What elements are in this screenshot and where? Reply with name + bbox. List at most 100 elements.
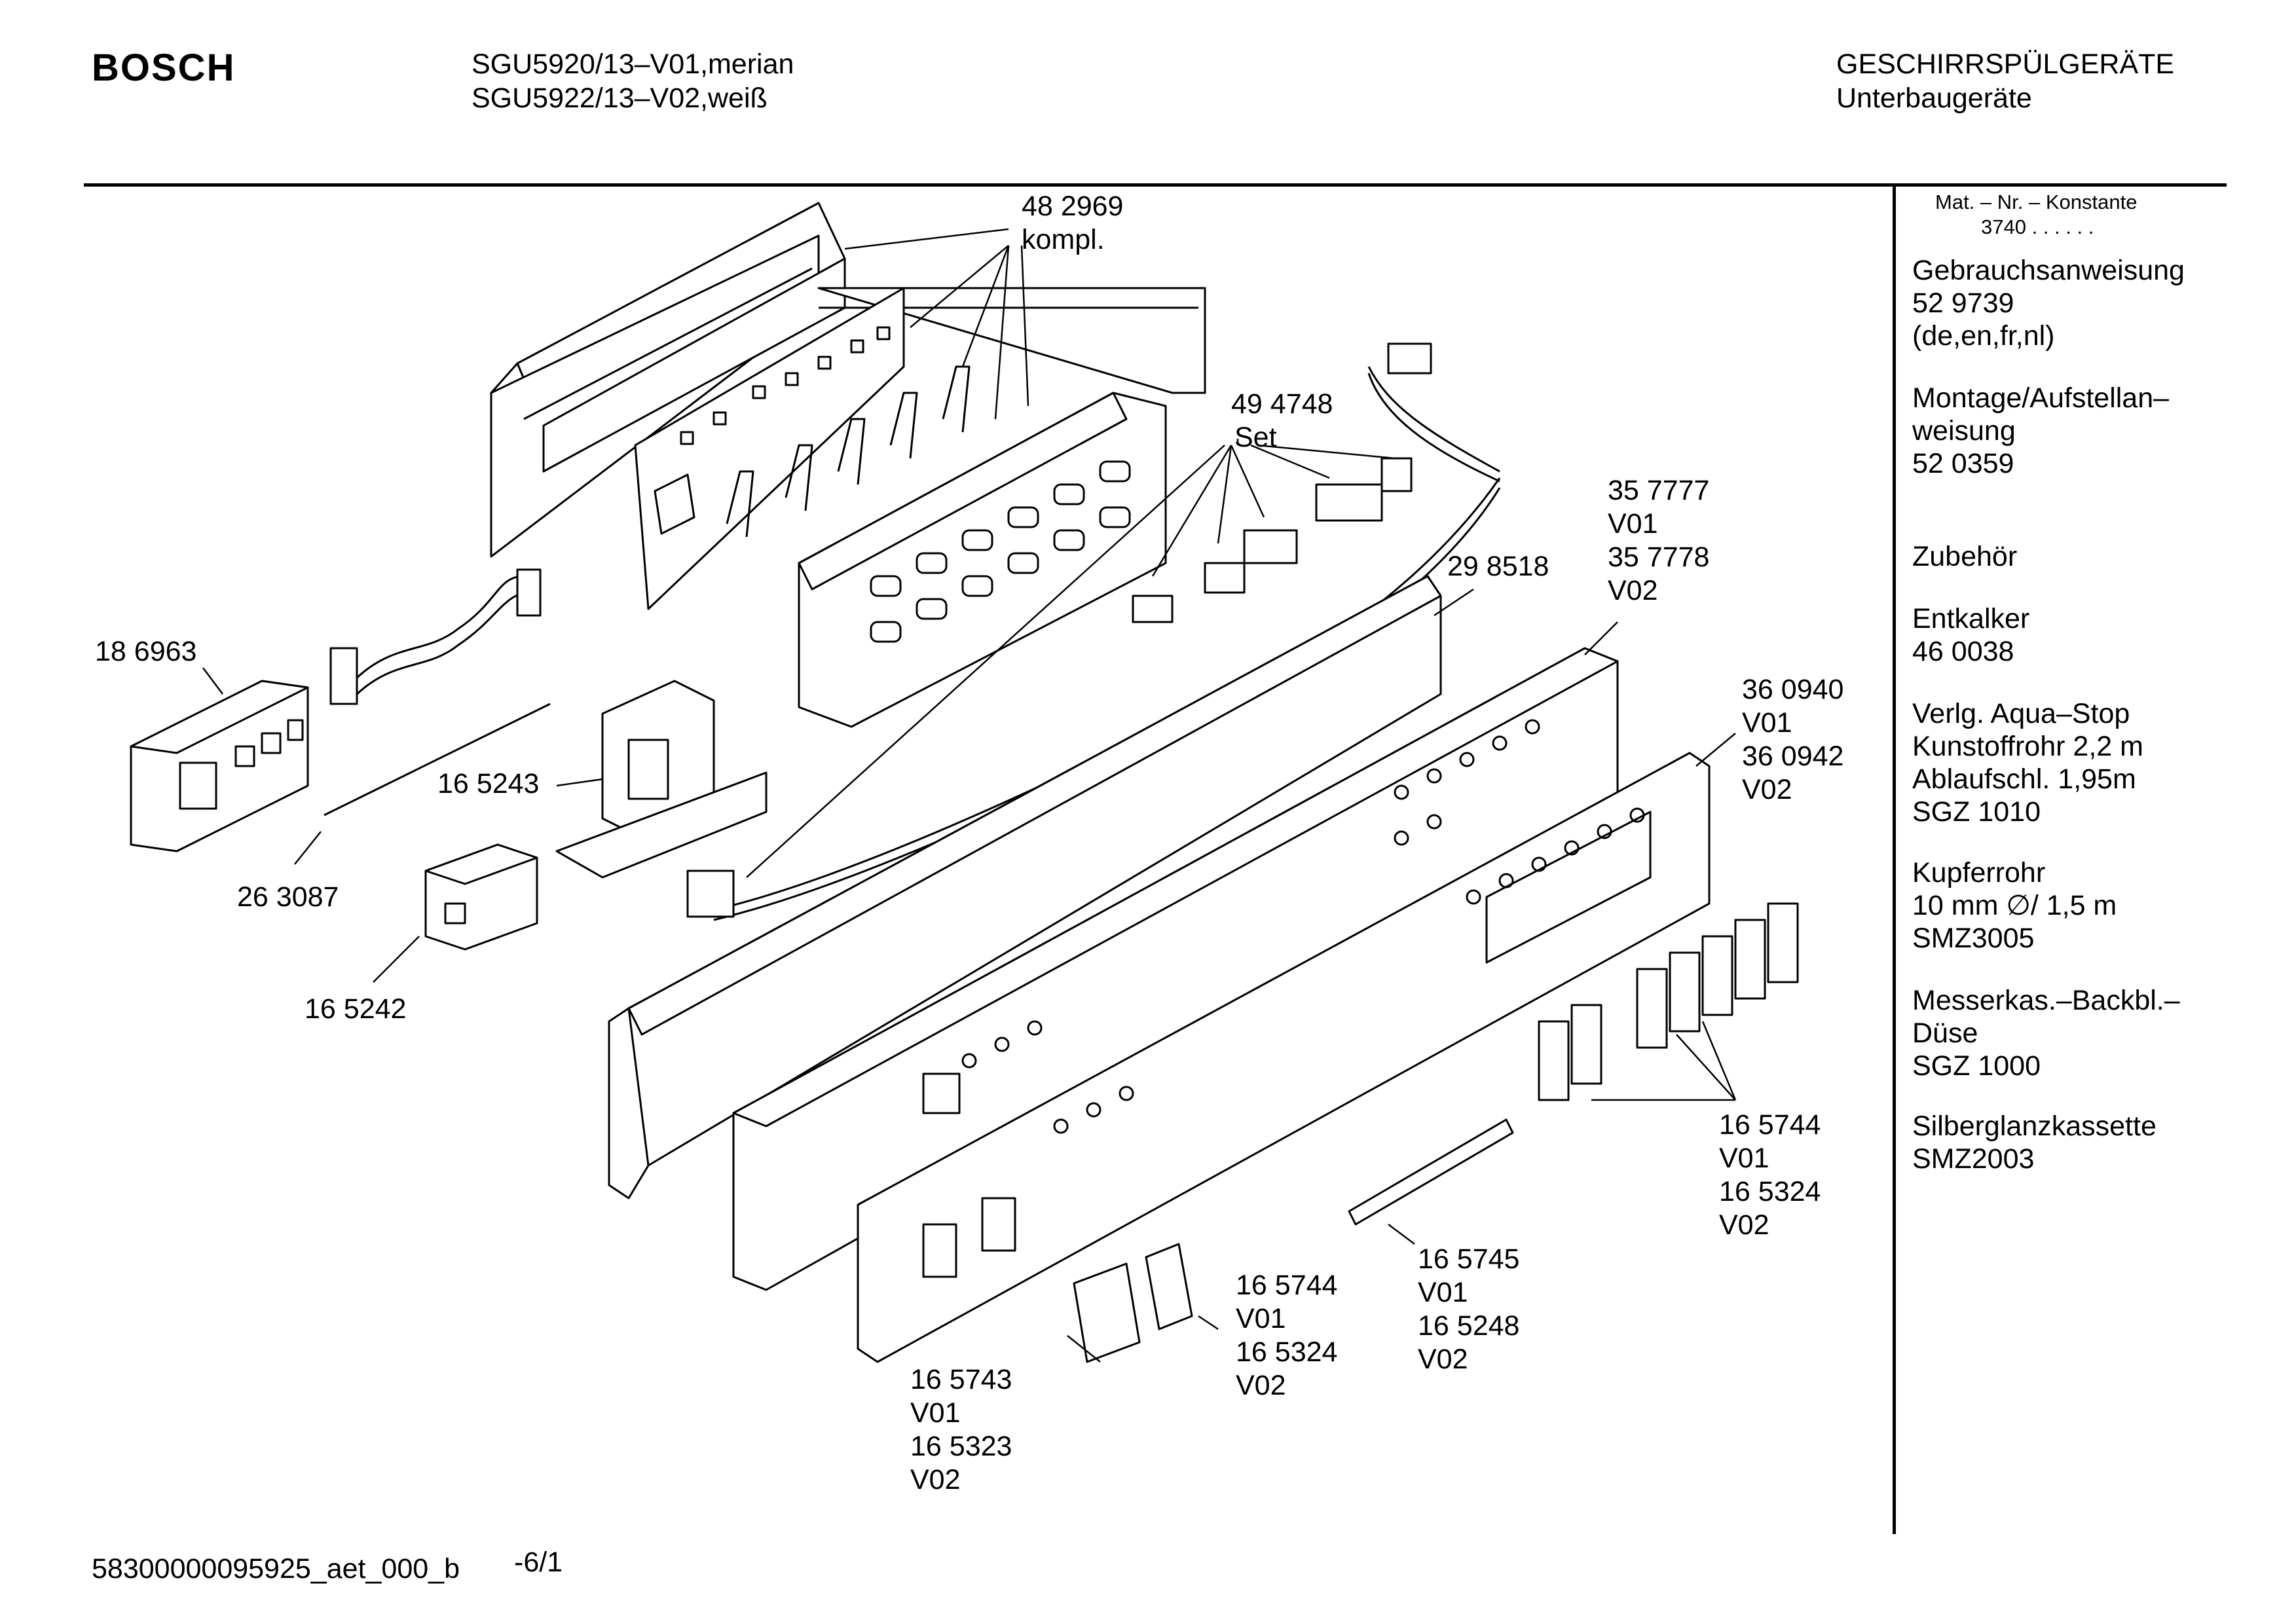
- page-number: -6/1: [514, 1547, 563, 1578]
- part-number: 26 3087: [237, 881, 339, 913]
- rear-panel-part: [609, 576, 1441, 1198]
- cover-panel-part: [858, 753, 1709, 1362]
- part-label-263087: 26 3087: [237, 881, 339, 914]
- part-number: 35 7777: [1608, 475, 1710, 506]
- model-line-2: SGU5922/13–V02,weiß: [472, 82, 768, 114]
- sidebar-line: Kunstoffrohr 2,2 m: [1912, 731, 2143, 762]
- part-number: 36 0942: [1742, 741, 1844, 772]
- part-variant: V01: [1608, 508, 1658, 540]
- sidebar-section-nozzle: Messerkas.–Backbl.– Düse SGZ 1000: [1912, 984, 2180, 1082]
- part-number: 49 4748: [1231, 388, 1333, 420]
- category-title: GESCHIRRSPÜLGERÄTE Unterbaugeräte: [1836, 47, 2174, 115]
- part-number: 16 5744: [1719, 1109, 1821, 1141]
- sidebar-line: 52 9739: [1912, 287, 2014, 319]
- part-variant: V01: [1719, 1143, 1769, 1174]
- sidebar-section-installation: Montage/Aufstellan– weisung 52 0359: [1912, 382, 2169, 480]
- part-label-165242: 16 5242: [305, 993, 406, 1026]
- part-number: 16 5248: [1418, 1310, 1520, 1342]
- part-label-357777: 35 7777 V01 35 7778 V02: [1608, 474, 1709, 608]
- sidebar-line: SMZ2003: [1912, 1143, 2035, 1175]
- part-label-482969: 48 2969 kompl.: [1022, 190, 1123, 257]
- bottom-buttons-part: [1074, 1244, 1192, 1362]
- part-number: 16 5324: [1236, 1336, 1338, 1368]
- part-label-165745: 16 5745 V01 16 5248 V02: [1418, 1243, 1519, 1376]
- document-id: 58300000095925_aet_000_b: [92, 1553, 460, 1585]
- sidebar-section-copper: Kupferrohr 10 mm ∅/ 1,5 m SMZ3005: [1912, 856, 2117, 955]
- sidebar-line: Düse: [1912, 1017, 1978, 1049]
- part-variant: V02: [1719, 1209, 1769, 1241]
- brand-logo: BOSCH: [92, 46, 236, 89]
- category-line-1: GESCHIRRSPÜLGERÄTE: [1836, 48, 2175, 80]
- switch-part: [426, 845, 537, 949]
- part-number: 16 5323: [910, 1431, 1012, 1462]
- sidebar-section-aquastop: Verlg. Aqua–Stop Kunstoffrohr 2,2 m Abla…: [1912, 697, 2143, 828]
- part-label-298518: 29 8518: [1447, 550, 1549, 583]
- part-variant: V02: [1236, 1370, 1286, 1401]
- right-key-buttons-part: [1539, 904, 1798, 1100]
- sidebar-line: Zubehör: [1912, 541, 2018, 572]
- sidebar-line: SGZ 1010: [1912, 796, 2041, 828]
- sidebar-line: 52 0359: [1912, 448, 2014, 479]
- sidebar-section-descaler: Entkalker 46 0038: [1912, 602, 2029, 668]
- part-label-165243: 16 5243: [437, 767, 539, 801]
- header-rule: [84, 183, 2227, 187]
- sidebar-line: Montage/Aufstellan–: [1912, 382, 2170, 414]
- sidebar-line: SMZ3005: [1912, 923, 2035, 954]
- sidebar-line: weisung: [1912, 415, 2016, 447]
- part-note: Set: [1234, 422, 1277, 453]
- part-number: 48 2969: [1022, 191, 1124, 222]
- switch-holder-part: [557, 681, 766, 877]
- part-label-360940: 36 0940 V01 36 0942 V02: [1742, 673, 1843, 807]
- part-label-165744-bottom: 16 5744 V01 16 5324 V02: [1236, 1269, 1337, 1402]
- part-label-165744-right: 16 5744 V01 16 5324 V02: [1719, 1108, 1821, 1242]
- part-number: 16 5745: [1418, 1243, 1520, 1275]
- part-number: 16 5744: [1236, 1270, 1338, 1301]
- part-number: 16 5324: [1719, 1176, 1821, 1207]
- part-variant: V01: [1236, 1303, 1286, 1334]
- part-label-165743: 16 5743 V01 16 5323 V02: [910, 1363, 1012, 1497]
- mat-nr-block: Mat. – Nr. – Konstante 3740 . . . . . .: [1935, 190, 2137, 240]
- part-number: 35 7778: [1608, 541, 1710, 573]
- part-variant: V01: [1418, 1277, 1468, 1308]
- rod-part: [324, 704, 550, 815]
- sidebar-line: (de,en,fr,nl): [1912, 320, 2055, 352]
- sidebar-line: Verlg. Aqua–Stop: [1912, 698, 2130, 729]
- sidebar-line: Kupferrohr: [1912, 857, 2046, 888]
- sidebar-section-accessories: Zubehör: [1912, 540, 2017, 573]
- mat-nr-value: 3740 . . . . . .: [1981, 215, 2094, 238]
- sidebar-line: Silberglanzkassette: [1912, 1110, 2157, 1142]
- part-note: kompl.: [1022, 224, 1105, 255]
- sidebar-divider: [1893, 185, 1896, 1534]
- part-number: 36 0940: [1742, 674, 1844, 705]
- ribbon-cable-part: [331, 570, 540, 704]
- part-number: 29 8518: [1447, 551, 1549, 582]
- model-line-1: SGU5920/13–V01,merian: [472, 48, 794, 80]
- mat-nr-label: Mat. – Nr. – Konstante: [1935, 191, 2138, 213]
- sidebar-line: 10 mm ∅/ 1,5 m: [1912, 890, 2117, 921]
- model-numbers: SGU5920/13–V01,merian SGU5922/13–V02,wei…: [472, 47, 794, 115]
- part-variant: V01: [910, 1397, 961, 1429]
- connector-housing-part: [727, 367, 1166, 727]
- sidebar-line: Ablaufschl. 1,95m: [1912, 763, 2136, 795]
- sidebar-section-manual: Gebrauchsanweisung 52 9739 (de,en,fr,nl): [1912, 254, 2185, 352]
- part-variant: V02: [1608, 575, 1658, 606]
- display-module-part: [131, 681, 308, 851]
- sidebar-line: SGZ 1000: [1912, 1050, 2041, 1082]
- part-label-494748: 49 4748 Set: [1231, 388, 1333, 454]
- sidebar-line: Messerkas.–Backbl.–: [1912, 985, 2180, 1016]
- part-variant: V02: [910, 1464, 961, 1495]
- part-variant: V01: [1742, 707, 1792, 739]
- part-number: 16 5243: [437, 768, 540, 799]
- leader-lines: [203, 229, 1735, 1362]
- part-number: 16 5743: [910, 1364, 1012, 1395]
- part-variant: V02: [1418, 1344, 1468, 1375]
- part-number: 18 6963: [95, 636, 197, 667]
- circuit-board-part: [635, 288, 904, 609]
- top-frame-part: [491, 203, 1205, 557]
- sidebar-line: 46 0038: [1912, 636, 2014, 667]
- part-label-186963: 18 6963: [95, 635, 196, 669]
- sidebar-section-silver: Silberglanzkassette SMZ2003: [1912, 1110, 2157, 1175]
- sidebar-line: Gebrauchsanweisung: [1912, 255, 2185, 286]
- trim-strip-part: [1349, 1120, 1513, 1224]
